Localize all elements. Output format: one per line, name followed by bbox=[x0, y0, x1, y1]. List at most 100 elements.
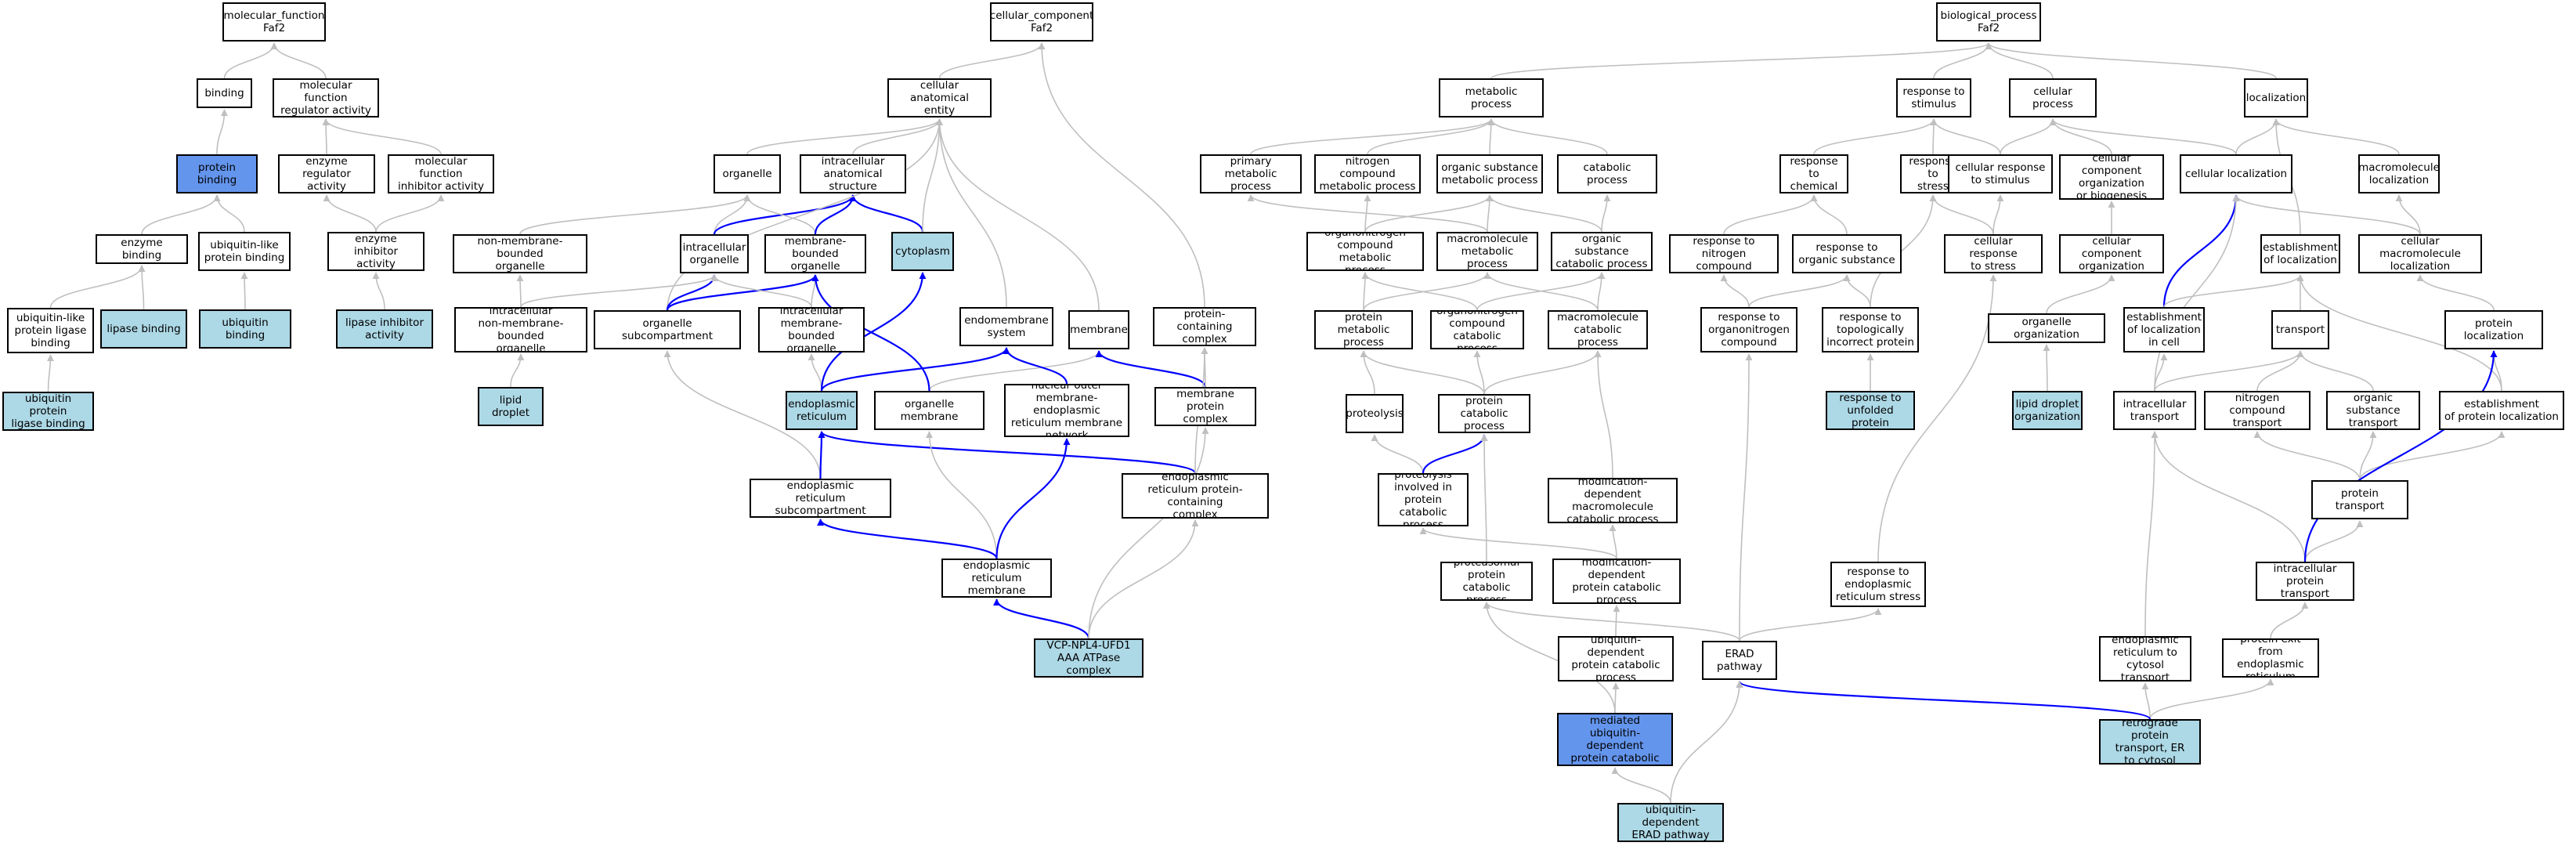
edge-intra-transport-to-cell-loc bbox=[2154, 194, 2240, 392]
go-term-org-sub-cat: organic substance catabolic process bbox=[1551, 232, 1653, 271]
edge-mod-dep-macro-to-macromol-cat bbox=[1594, 350, 1613, 479]
edge-resp-org-sub-to-resp-chem bbox=[1810, 194, 1848, 235]
go-term-ubiquitin-binding: ubiquitin binding bbox=[199, 309, 291, 349]
edge-enzyme-inhib-to-enzyme-reg bbox=[323, 194, 377, 233]
edge-est-loc-cell-to-est-loc bbox=[2163, 274, 2304, 308]
edge-er-to-cytoplasm bbox=[820, 272, 927, 392]
go-term-er-pcc: endoplasmic reticulum protein-containing… bbox=[1122, 473, 1269, 519]
go-term-membrane: membrane bbox=[1068, 310, 1129, 349]
go-term-ub-dep-pc: ubiquitin-dependent protein catabolic pr… bbox=[1558, 636, 1674, 682]
edge-mem-prot-complex-to-membrane bbox=[1095, 350, 1207, 388]
edge-macromol-cat-to-macromol-met bbox=[1483, 272, 1599, 311]
go-term-proteolysis-pc: proteolysis involved in protein cataboli… bbox=[1378, 473, 1469, 526]
go-term-cell-proc: cellular process bbox=[2009, 78, 2097, 118]
edge-localization-to-bp-root bbox=[1985, 42, 2277, 79]
edge-intra-transport-to-transport bbox=[2154, 350, 2304, 392]
edge-mf-reg-to-mf-root bbox=[270, 42, 327, 79]
go-term-organelle: organelle bbox=[714, 154, 781, 193]
edge-er-to-endomem bbox=[820, 347, 1010, 392]
edge-ub-dep-erad-to-erad bbox=[1670, 681, 1743, 804]
edge-proteolysis-to-prot-met bbox=[1360, 350, 1375, 395]
go-term-resp-chem: response to chemical bbox=[1779, 154, 1848, 193]
edge-orgnitro-cat-to-orgnitro-met bbox=[1361, 272, 1478, 311]
edge-ubl-binding-to-protein-binding bbox=[213, 194, 245, 233]
edge-er-cytosol-to-intra-transport bbox=[2144, 431, 2159, 637]
go-term-cytoplasm: cytoplasm bbox=[891, 232, 954, 271]
go-term-er: endoplasmic reticulum bbox=[786, 391, 858, 430]
edge-resp-stim-to-bp-root bbox=[1933, 42, 1993, 79]
go-term-organelle-org: organelle organization bbox=[1988, 313, 2105, 343]
edge-er-membrane-to-er-subcomp bbox=[817, 519, 998, 559]
edge-prot-cat-to-orgnitro-cat bbox=[1473, 350, 1485, 395]
edge-proteasome-ub-to-ub-dep-pc bbox=[1612, 682, 1620, 714]
edge-mod-dep-prot-to-mod-dep-macro bbox=[1609, 524, 1617, 559]
edge-ub-ligase-binding-to-ubl-ligase bbox=[46, 354, 54, 392]
edge-prot-transport-to-org-sub-transport bbox=[2359, 431, 2377, 481]
go-term-cc-org: cellular component organization or bioge… bbox=[2059, 154, 2164, 200]
go-term-org-sub-met: organic substance metabolic process bbox=[1436, 154, 1543, 193]
edge-cytoplasm-to-cae bbox=[922, 118, 943, 233]
go-term-pcc: protein-containing complex bbox=[1153, 307, 1256, 346]
edge-erad-to-resp-er-stress bbox=[1739, 608, 1882, 642]
go-term-bp-root: biological_process Faf2 bbox=[1936, 2, 2041, 42]
edge-erad-to-resp-orgnitro bbox=[1739, 353, 1753, 642]
edge-mf-inhib-to-mf-reg bbox=[322, 118, 442, 155]
edge-macromol-met-to-org-sub-met bbox=[1486, 194, 1494, 233]
edge-enzyme-binding-to-protein-binding bbox=[141, 194, 221, 235]
go-term-mbo: membrane-bounded organelle bbox=[764, 234, 866, 273]
go-term-er-subcomp: endoplasmic reticulum subcompartment bbox=[750, 479, 891, 518]
go-term-lipase-binding: lipase binding bbox=[100, 309, 187, 349]
edge-retro-transport-to-erad bbox=[1736, 680, 2151, 721]
go-term-prot-transport: protein transport bbox=[2311, 480, 2408, 519]
edge-orgnitro-met-to-org-sub-met bbox=[1364, 194, 1494, 233]
edge-mbo-to-organelle bbox=[743, 194, 816, 235]
go-term-binding: binding bbox=[197, 78, 252, 108]
edge-cell-macromol-loc-to-macromol-loc bbox=[2395, 194, 2421, 235]
edge-binding-to-mf-root bbox=[223, 42, 278, 79]
edge-vcp-to-er-membrane bbox=[993, 598, 1090, 639]
edge-org-subcomp-to-cae bbox=[667, 118, 943, 311]
go-term-cell-macromol-loc: cellular macromolecule localization bbox=[2358, 234, 2482, 273]
edge-mod-dep-prot-to-proteolysis-pc bbox=[1419, 527, 1617, 559]
go-term-resp-nitro: response to nitrogen compound bbox=[1669, 234, 1779, 273]
edge-nmbo-to-organelle bbox=[519, 194, 751, 235]
edge-nitrogen-met-to-metabolic bbox=[1367, 118, 1495, 155]
edge-inmbo-to-intra-org bbox=[520, 274, 718, 308]
go-term-prot-met: protein metabolic process bbox=[1314, 310, 1413, 349]
edge-primary-met-to-metabolic bbox=[1250, 118, 1495, 155]
go-term-retro-transport: retrograde protein transport, ER to cyto… bbox=[2099, 719, 2201, 765]
go-term-ub-ligase-binding: ubiquitin protein ligase binding bbox=[2, 392, 94, 431]
go-term-cc-organization: cellular component organization bbox=[2059, 234, 2164, 273]
edge-vcp-to-mem-prot-complex bbox=[1088, 427, 1209, 639]
edge-ubl-ligase-to-enzyme-binding bbox=[49, 265, 146, 309]
edge-enzyme-reg-to-mf-reg bbox=[322, 118, 330, 155]
edge-lipase-binding-to-enzyme-binding bbox=[138, 265, 146, 310]
edge-macromol-loc-to-localization bbox=[2272, 118, 2400, 155]
edge-prot-transport-to-nitro-transport bbox=[2253, 431, 2361, 481]
go-term-macromol-loc: macromolecule localization bbox=[2358, 154, 2440, 193]
go-term-orgnitro-cat: organonitrogen compound catabolic proces… bbox=[1430, 310, 1524, 349]
edge-er-subcomp-to-er bbox=[818, 431, 826, 479]
edge-lipid-droplet-to-inmbo bbox=[510, 353, 525, 388]
edge-organelle-to-cae bbox=[746, 118, 943, 155]
edge-metabolic-to-bp-root bbox=[1490, 42, 1993, 79]
go-term-resp-unfolded: response to unfolded protein bbox=[1826, 391, 1915, 430]
go-term-resp-er-stress: response to endoplasmic reticulum stress bbox=[1830, 562, 1926, 607]
go-term-est-loc: establishment of localization bbox=[2260, 234, 2340, 273]
edge-proteolysis-pc-to-proteolysis bbox=[1371, 434, 1424, 474]
go-term-nmbo: non-membrane-bounded organelle bbox=[453, 234, 587, 273]
go-term-orgnitro-met: organonitrogen compound metabolic proces… bbox=[1306, 232, 1424, 271]
edge-nuclear-outer-to-endomem bbox=[1003, 347, 1068, 385]
edge-org-sub-cat-to-catabolic bbox=[1601, 194, 1611, 233]
edge-cell-loc-to-cell-proc bbox=[2049, 118, 2237, 155]
go-term-intra-prot-transport: intracellular protein transport bbox=[2256, 562, 2354, 601]
go-term-transport: transport bbox=[2271, 310, 2329, 349]
edge-protein-binding-to-binding bbox=[216, 109, 228, 155]
edge-cell-resp-stress-to-cell-resp-stim bbox=[1993, 194, 2004, 235]
go-term-er-membrane: endoplasmic reticulum membrane bbox=[941, 559, 1052, 598]
edge-ub-dep-erad-to-proteasome-ub bbox=[1611, 767, 1671, 804]
edge-prot-transport-to-est-prot-loc bbox=[2359, 431, 2506, 481]
go-term-intra-org: intracellular organelle bbox=[680, 234, 749, 273]
go-term-nuclear-outer: nuclear outer membrane-endoplasmic retic… bbox=[1004, 384, 1129, 437]
